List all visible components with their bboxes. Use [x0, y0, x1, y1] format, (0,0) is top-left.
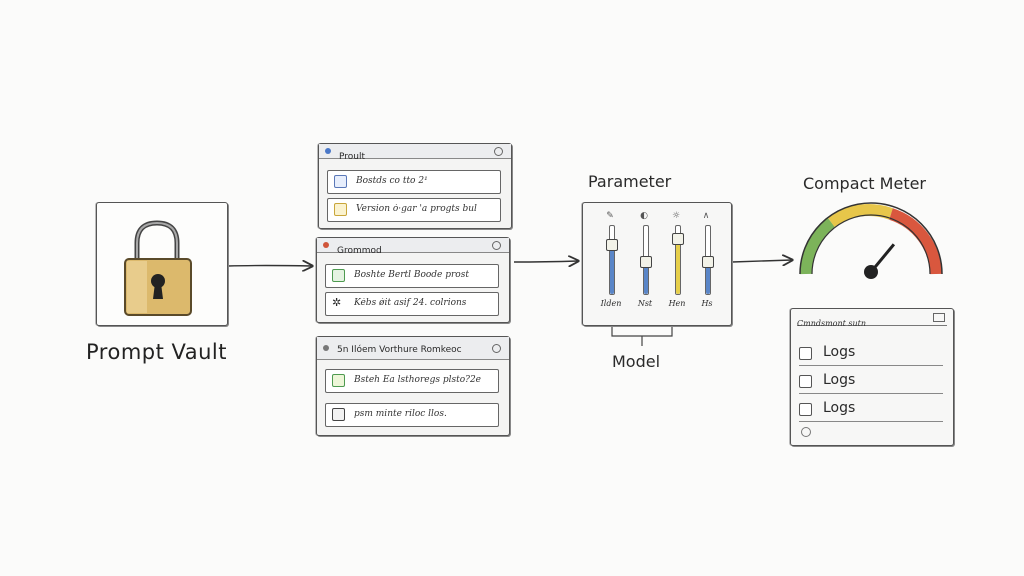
list-item-text: Boshte Bertl Boode prost	[354, 270, 469, 280]
meter-title: Compact Meter	[803, 174, 927, 193]
slider-handle[interactable]	[672, 232, 684, 245]
list-item[interactable]: Bostds co tto 2¹	[327, 170, 501, 194]
compact-meter-gauge	[799, 202, 943, 279]
log-item-label: Logs	[823, 344, 856, 360]
slider-handle[interactable]	[702, 256, 714, 269]
list-item-text: Kébs ǿit asif 24. colrions	[354, 298, 467, 308]
panel-title: 5n Ilóem Vorthure Romkeoc	[337, 345, 462, 355]
close-circle-icon[interactable]	[492, 241, 501, 250]
parameter-panel: ✎ Ilden ◐ Nst ☼ Hen ∧ Hs	[582, 202, 732, 326]
panel-vorthure: 5n Ilóem Vorthure Romkeoc Bsteh Ea lstho…	[316, 336, 510, 436]
prompt-vault-box	[96, 202, 228, 326]
slider-3[interactable]	[672, 225, 684, 295]
slider-fill	[706, 263, 710, 294]
meter-hub	[864, 265, 878, 279]
slider-fill	[610, 246, 614, 294]
model-bracket	[611, 318, 673, 346]
add-log-icon[interactable]	[801, 427, 811, 437]
list-item[interactable]: Boshte Bertl Boode prost	[325, 264, 499, 288]
slider-icon: ☼	[671, 211, 681, 221]
prompt-vault-label: Prompt Vault	[86, 340, 227, 364]
status-dot-icon	[323, 345, 329, 351]
panel-title: Grommod	[337, 246, 382, 256]
list-item-text: Version ó·gar 'a progts bul	[356, 204, 477, 214]
slider-handle[interactable]	[640, 256, 652, 269]
slider-handle[interactable]	[606, 239, 618, 252]
slider-icon: ∧	[702, 211, 710, 221]
list-item[interactable]: Version ó·gar 'a progts bul	[327, 198, 501, 222]
document-icon	[332, 374, 345, 387]
panel-header: Proult	[319, 144, 511, 162]
close-circle-icon[interactable]	[494, 147, 503, 156]
document-icon	[334, 175, 347, 188]
slider-fill	[676, 239, 680, 294]
logs-header: Cmndsmont sutn	[797, 311, 947, 328]
log-item[interactable]: Logs	[799, 397, 943, 422]
slider-fill	[644, 263, 648, 294]
parameter-title: Parameter	[588, 172, 672, 191]
log-item-label: Logs	[823, 372, 856, 388]
panel-proult: Proult Bostds co tto 2¹ Version ó·gar 'a…	[318, 143, 512, 229]
list-item-text: Bsteh Ea lsthoregs plsto?2e	[354, 375, 481, 385]
list-item[interactable]: psm minte riloc llos.	[325, 403, 499, 427]
slider-1[interactable]	[606, 225, 618, 295]
status-dot-icon	[325, 148, 331, 154]
slider-label: Nst	[637, 299, 653, 308]
panel-header: 5n Ilóem Vorthure Romkeoc	[317, 337, 509, 360]
window-icon[interactable]	[933, 313, 945, 322]
list-item[interactable]: Bsteh Ea lsthoregs plsto?2e	[325, 369, 499, 393]
logs-title: Cmndsmont sutn	[797, 319, 867, 328]
close-circle-icon[interactable]	[492, 344, 501, 353]
list-item[interactable]: ✲ Kébs ǿit asif 24. colrions	[325, 292, 499, 316]
panel-grommod: Grommod Boshte Bertl Boode prost ✲ Kébs …	[316, 237, 510, 323]
slider-label: Ilden	[600, 299, 622, 308]
arrow-panels-to-parameter	[513, 261, 578, 262]
document-icon	[334, 203, 347, 216]
logs-panel: Cmndsmont sutn Logs Logs Logs	[790, 308, 954, 446]
status-dot-icon	[323, 242, 329, 248]
slider-4[interactable]	[702, 225, 714, 295]
slider-icon: ✎	[606, 211, 614, 221]
log-checkbox[interactable]	[799, 403, 812, 416]
log-checkbox[interactable]	[799, 347, 812, 360]
document-icon	[332, 269, 345, 282]
slider-icon: ◐	[640, 211, 648, 221]
camera-icon	[332, 408, 345, 421]
panel-title: Proult	[339, 152, 366, 162]
model-label: Model	[612, 352, 661, 371]
gear-icon: ✲	[332, 296, 342, 309]
log-checkbox[interactable]	[799, 375, 812, 388]
log-item-label: Logs	[823, 400, 856, 416]
panel-header: Grommod	[317, 238, 509, 256]
slider-2[interactable]	[640, 225, 652, 295]
list-item-text: psm minte riloc llos.	[354, 409, 447, 419]
log-item[interactable]: Logs	[799, 341, 943, 366]
log-item[interactable]: Logs	[799, 369, 943, 394]
slider-label: Hs	[701, 299, 713, 308]
padlock-icon	[124, 220, 192, 316]
slider-label: Hen	[668, 299, 686, 308]
arrow-parameter-to-meter	[731, 260, 792, 262]
arrow-vault-to-panels	[227, 266, 312, 267]
list-item-text: Bostds co tto 2¹	[356, 176, 428, 186]
